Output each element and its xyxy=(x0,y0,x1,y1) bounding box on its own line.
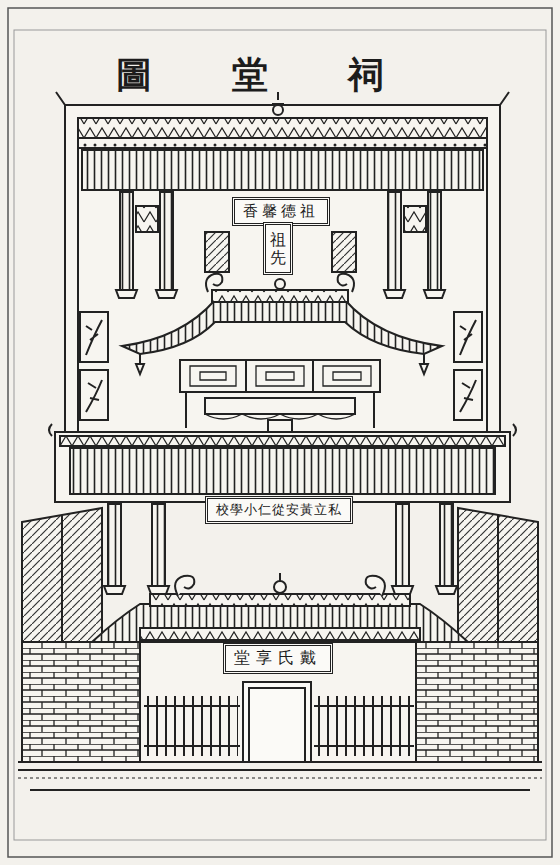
ancestor-tablet: 祖先 xyxy=(263,222,293,275)
hall-plaque: 戴氏享堂 xyxy=(223,643,333,674)
plaque-text: 戴氏享堂 xyxy=(234,648,322,669)
plaque-text: 祖德馨香 xyxy=(243,202,319,221)
title: 祠堂圖 xyxy=(116,51,464,100)
plaque-text: 祖先 xyxy=(270,231,286,266)
school-plaque: 私立黃安從仁小學校 xyxy=(205,496,353,524)
plaque-text: 私立黃安從仁小學校 xyxy=(216,501,342,519)
